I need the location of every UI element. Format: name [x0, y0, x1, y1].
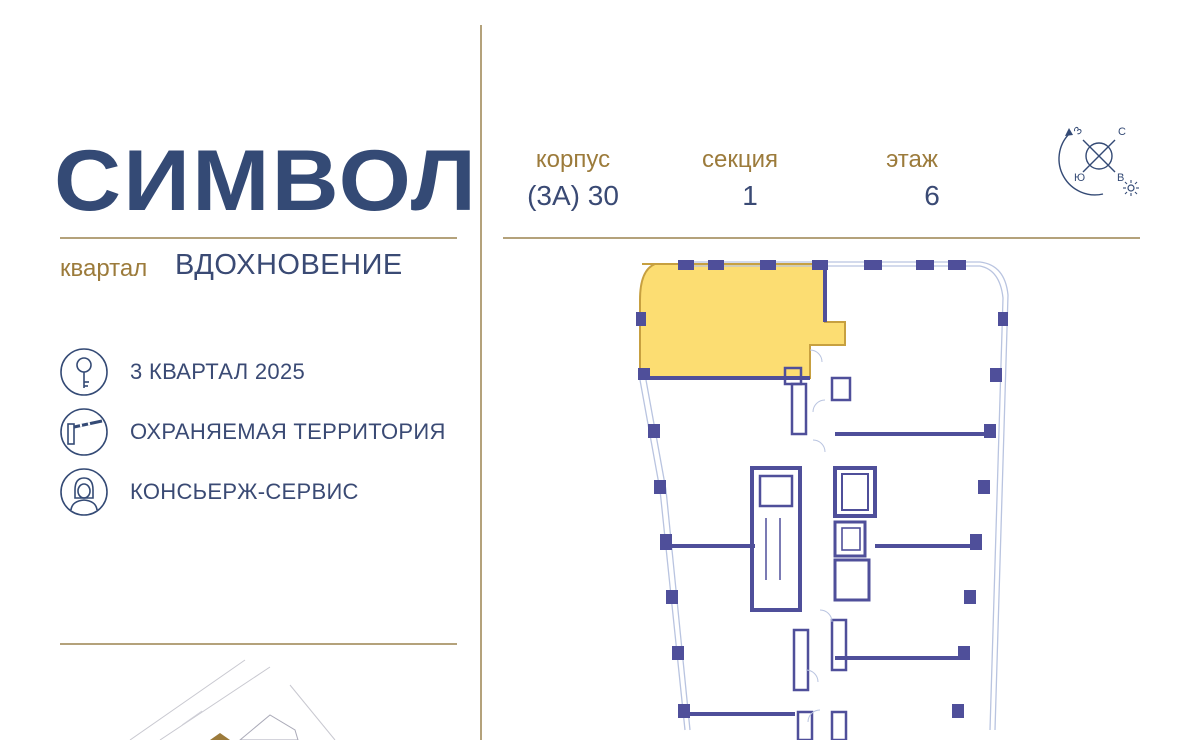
header-divider — [503, 237, 1140, 239]
section-label: секция — [702, 146, 778, 173]
vertical-divider — [480, 25, 482, 740]
feature-completion: 3 КВАРТАЛ 2025 — [60, 347, 305, 397]
floor-value: 6 — [924, 180, 940, 211]
building-value: (3А) 30 — [527, 180, 619, 211]
feature-text: 3 КВАРТАЛ 2025 — [130, 359, 306, 384]
concierge-icon — [60, 468, 108, 516]
feature-text: ОХРАНЯЕМАЯ ТЕРРИТОРИЯ — [130, 419, 446, 444]
building-label: корпус — [535, 146, 611, 173]
feature-text: КОНСЬЕРЖ-СЕРВИС — [130, 479, 359, 504]
feature-security: ОХРАНЯЕМАЯ ТЕРРИТОРИЯ — [60, 407, 446, 457]
divider — [60, 643, 457, 645]
compass-icon — [1058, 128, 1139, 196]
compass-south: Ю — [1074, 172, 1086, 184]
site-plan-thumbnail — [129, 659, 336, 740]
floor-label: этаж — [886, 146, 938, 173]
divider — [60, 237, 457, 239]
selected-apartment — [639, 263, 846, 379]
feature-concierge: КОНСЬЕРЖ-СЕРВИС — [60, 467, 359, 517]
section-value: 1 — [742, 180, 758, 211]
district-label: квартал — [60, 255, 148, 282]
floor-plan — [636, 260, 1009, 740]
compass-east: В — [1117, 172, 1125, 184]
compass-north: С — [1118, 126, 1126, 138]
logo: СИМВОЛ — [54, 133, 479, 229]
district-name: ВДОХНОВЕНИЕ — [175, 249, 403, 281]
key-icon — [60, 348, 108, 396]
barrier-icon — [60, 408, 108, 456]
